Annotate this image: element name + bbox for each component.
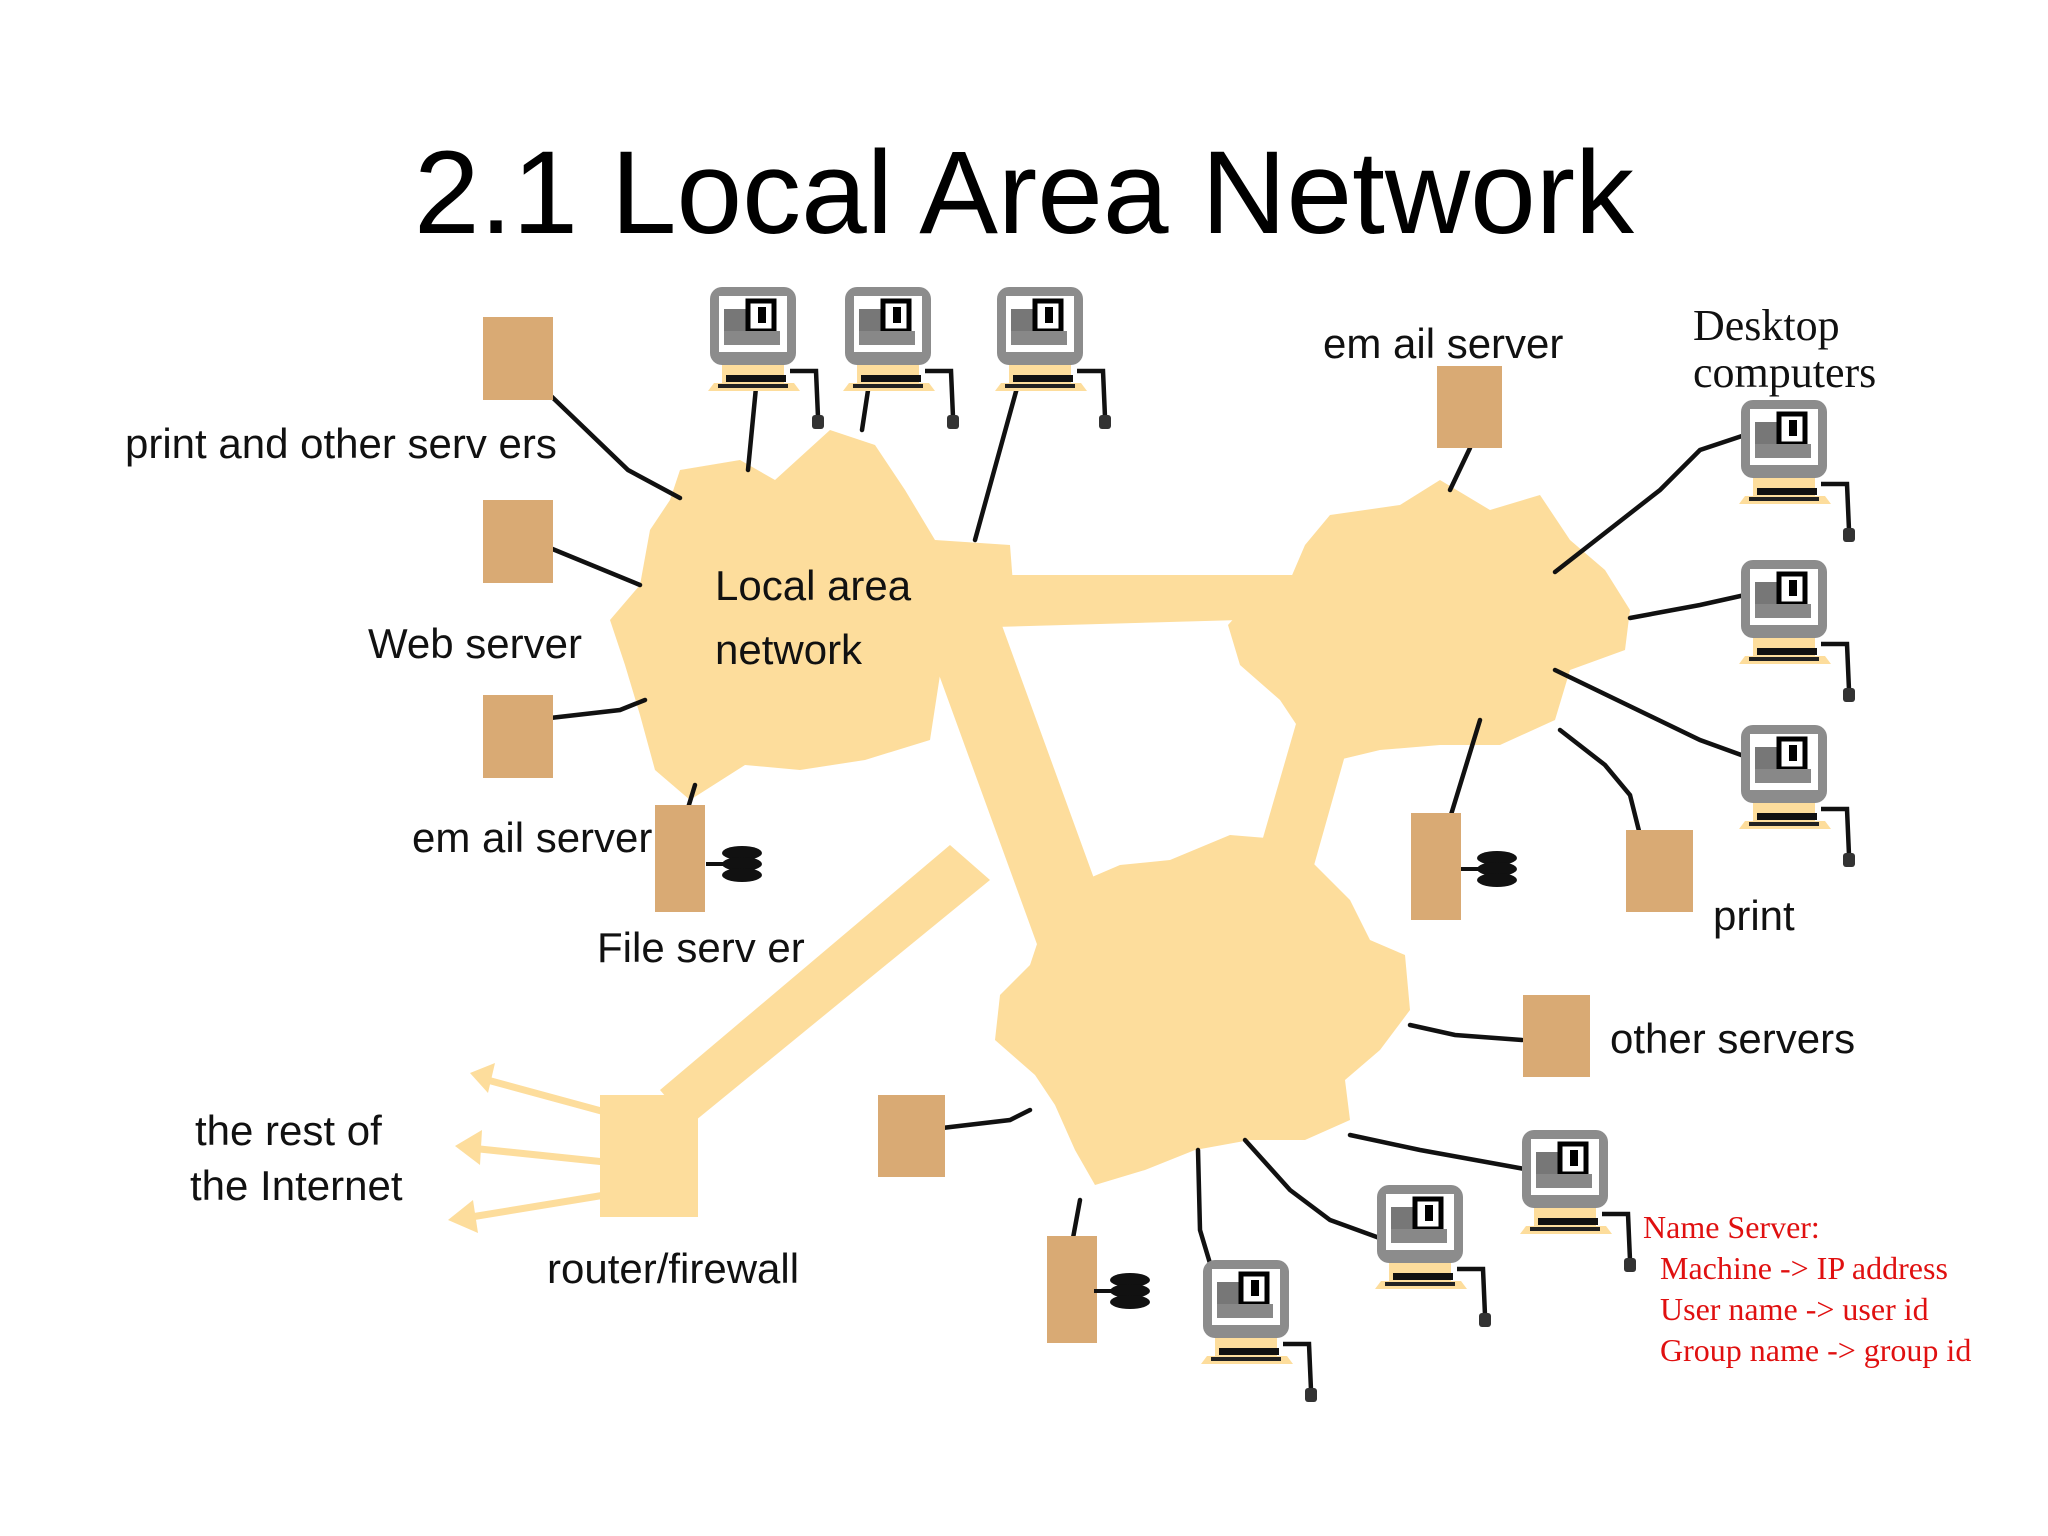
server-box-icon bbox=[655, 805, 705, 912]
label-local-area-network-2: network bbox=[715, 626, 863, 673]
label-rest-of: the rest of bbox=[195, 1107, 382, 1154]
lan-cloud-left bbox=[610, 430, 1015, 800]
backbone-left-bottom bbox=[930, 620, 1120, 980]
server-box-icon bbox=[483, 317, 553, 400]
server-box-icon bbox=[1411, 813, 1461, 920]
server-box-icon bbox=[1523, 995, 1590, 1077]
server-box-icon bbox=[1626, 830, 1693, 912]
label-file-server: File serv er bbox=[597, 924, 805, 971]
label-other-servers: other servers bbox=[1610, 1015, 1855, 1062]
server-box-icon bbox=[1047, 1236, 1097, 1343]
lan-cloud-bottom bbox=[995, 835, 1410, 1185]
server-box-icon bbox=[1437, 366, 1502, 448]
lan-cloud-right bbox=[1228, 480, 1630, 762]
server-box-icon bbox=[878, 1095, 945, 1177]
label-the-internet: the Internet bbox=[190, 1162, 403, 1209]
desktop-computer-icon bbox=[1739, 560, 1855, 702]
name-server-note: Name Server: Machine -> IP address User … bbox=[1643, 1209, 1971, 1368]
disk-stack-icon bbox=[1092, 1271, 1152, 1311]
desktop-computer-icon bbox=[708, 287, 824, 429]
desktop-computer-icon bbox=[1739, 725, 1855, 867]
disk-stack-icon bbox=[704, 844, 764, 884]
label-web-server: Web server bbox=[368, 620, 582, 667]
desktop-computer-icon bbox=[1201, 1260, 1317, 1402]
desktop-computer-icon bbox=[1739, 400, 1855, 542]
router-firewall-box bbox=[600, 1095, 698, 1217]
arrow-icon bbox=[455, 1130, 482, 1165]
backbone-router bbox=[660, 845, 990, 1125]
desktop-computer-icon bbox=[1375, 1185, 1491, 1327]
slide-title: 2.1 Local Area Network bbox=[414, 127, 1634, 259]
label-email-server-top: em ail server bbox=[1323, 320, 1563, 367]
server-box-icon bbox=[483, 500, 553, 583]
disk-stack-icon bbox=[1459, 849, 1519, 889]
desktop-computer-icon bbox=[1520, 1130, 1636, 1272]
label-local-area-network-1: Local area bbox=[715, 562, 912, 609]
label-print-and-other-servers: print and other serv ers bbox=[125, 420, 557, 467]
arrow-icon bbox=[448, 1200, 478, 1233]
label-computers: computers bbox=[1693, 348, 1876, 397]
label-router-firewall: router/firewall bbox=[547, 1245, 799, 1292]
label-print: print bbox=[1713, 892, 1795, 939]
backbone-left-right bbox=[960, 575, 1310, 628]
arrow-icon bbox=[470, 1063, 495, 1093]
name-server-line: Machine -> IP address bbox=[1660, 1250, 1948, 1286]
name-server-line: User name -> user id bbox=[1660, 1291, 1929, 1327]
label-desktop: Desktop bbox=[1693, 301, 1840, 350]
name-server-line: Group name -> group id bbox=[1660, 1332, 1971, 1368]
name-server-title: Name Server: bbox=[1643, 1209, 1820, 1245]
label-email-server-left: em ail server bbox=[412, 814, 652, 861]
internet-arrows bbox=[448, 1063, 606, 1233]
desktop-computer-icon bbox=[843, 287, 959, 429]
server-box-icon bbox=[483, 695, 553, 778]
